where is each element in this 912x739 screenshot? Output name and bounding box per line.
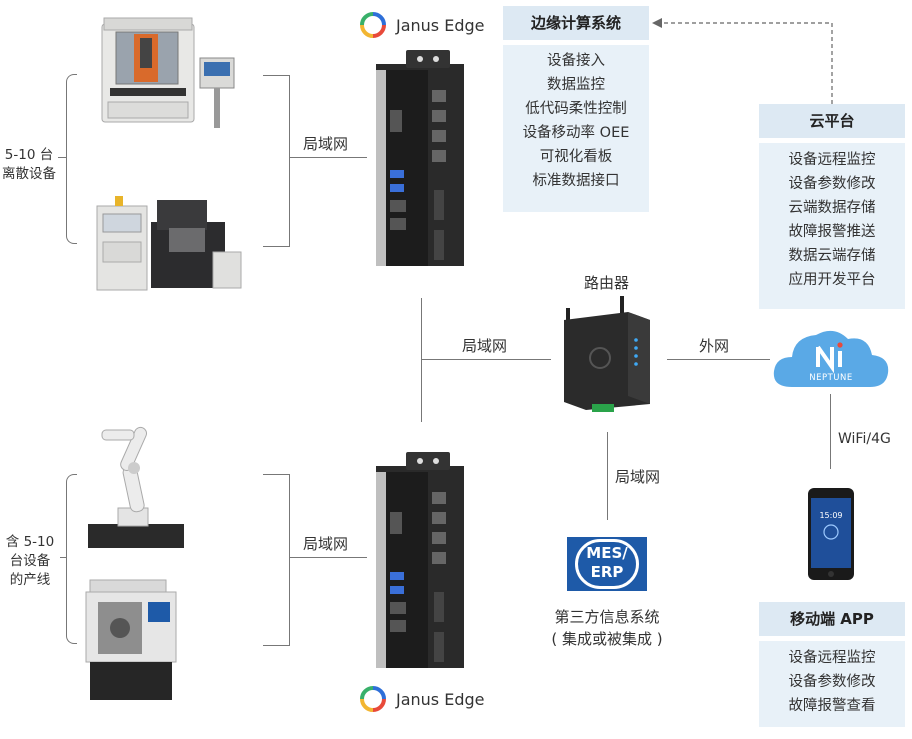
edge-item: 数据监控 (547, 77, 605, 93)
lan-label-middle: 局域网 (462, 337, 508, 355)
wifi-4g-label: WiFi/4G (838, 431, 891, 447)
janus-logo-icon (360, 12, 386, 38)
group-top-brace (66, 74, 77, 244)
lan-label-router-down: 局域网 (615, 468, 661, 486)
mobile-app-title: 移动端 APP (759, 602, 905, 636)
mobile-item: 故障报警查看 (788, 698, 876, 714)
cnc-machine-image (100, 17, 240, 130)
cloud-platform-list: 设备远程监控 设备参数修改 云端数据存储 故障报警推送 数据云端存储 应用开发平… (759, 143, 905, 309)
mes-erp-logo: MES/ ERP (567, 537, 647, 591)
mes-erp-ring (575, 539, 639, 589)
edge-item: 设备接入 (547, 53, 605, 69)
janus-edge-label-top: Janus Edge (396, 15, 485, 35)
cloud-item: 应用开发平台 (788, 272, 876, 288)
wan-line (667, 359, 770, 360)
mes-label: 第三方信息系统 ( 集成或被集成 ) (551, 608, 663, 648)
group-top-label: 5-10 台 离散设备 (2, 147, 56, 182)
group-bottom-brace (66, 474, 77, 644)
router-label: 路由器 (584, 274, 630, 292)
group-top-brace-tick (58, 157, 66, 158)
cloud-item: 设备远程监控 (788, 152, 876, 168)
janus-logo-icon (360, 686, 386, 712)
janus-edge-device-top (376, 50, 466, 268)
cloud-item: 云端数据存储 (788, 200, 876, 216)
cloud-item: 设备参数修改 (788, 176, 876, 192)
mobile-app-list: 设备远程监控 设备参数修改 故障报警查看 (759, 641, 905, 727)
edge-item: 低代码柔性控制 (525, 101, 627, 117)
edge-spine-line (421, 298, 422, 422)
group-top-lan-bracket (263, 75, 290, 247)
group-bottom-label: 含 5-10 台设备 的产线 (5, 534, 55, 588)
cnc-lathe-image (84, 579, 184, 702)
neptune-cloud-logo: NEPTUNE (772, 325, 890, 391)
edge-item: 设备移动率 OEE (522, 125, 630, 141)
top-lan-line (289, 157, 367, 158)
mobile-item: 设备参数修改 (788, 674, 876, 690)
lan-label-bottom: 局域网 (303, 535, 349, 553)
mes-logo-line1: MES/ (586, 544, 628, 562)
mes-logo-line2: ERP (590, 563, 624, 581)
janus-edge-logo-top: Janus Edge (360, 12, 485, 38)
mobile-item: 设备远程监控 (788, 650, 876, 666)
janus-edge-device-bottom (376, 452, 466, 670)
bottom-lan-line (289, 557, 367, 558)
edge-system-title: 边缘计算系统 (503, 6, 649, 40)
router-device-image (558, 296, 658, 414)
cloud-item: 数据云端存储 (788, 248, 876, 264)
discrete-machine-image (95, 192, 245, 294)
group-bottom-brace-tick (60, 557, 66, 558)
janus-edge-label-bottom: Janus Edge (396, 689, 485, 709)
cloud-to-edge-dashed-arrow (652, 18, 833, 104)
edge-item: 标准数据接口 (532, 173, 620, 189)
cloud-platform-title: 云平台 (759, 104, 905, 138)
wan-label: 外网 (699, 337, 730, 355)
cloud-item: 故障报警推送 (788, 224, 876, 240)
robot-arm-image (88, 416, 188, 550)
edge-system-list: 设备接入 数据监控 低代码柔性控制 设备移动率 OEE 可视化看板 标准数据接口 (503, 45, 649, 212)
janus-edge-logo-bottom: Janus Edge (360, 686, 485, 712)
neptune-logo-text: NEPTUNE (809, 373, 853, 383)
edge-item: 可视化看板 (539, 149, 613, 165)
wifi-4g-line (830, 394, 831, 469)
group-bottom-lan-bracket (263, 474, 290, 646)
router-mes-line (607, 432, 608, 520)
smartphone-image: 15:09 (808, 488, 854, 580)
phone-time: 15:09 (819, 511, 843, 520)
lan-label-top: 局域网 (303, 135, 349, 153)
middle-lan-line (421, 359, 551, 360)
